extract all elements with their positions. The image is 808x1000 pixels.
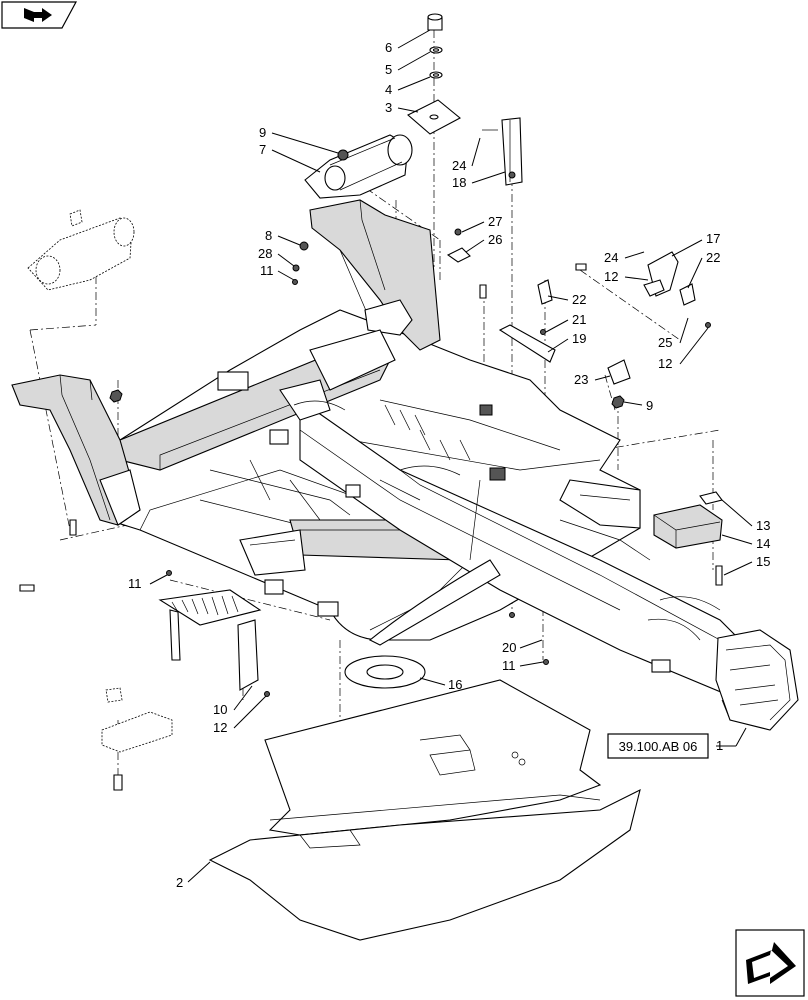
callout-12-bottom: 12 [213,695,267,735]
svg-text:17: 17 [706,231,720,246]
callout-24-right: 24 [604,250,645,265]
deck-shield-lower [208,788,641,941]
callout-2: 2 [176,861,211,890]
svg-text:25: 25 [658,335,672,350]
plate-22 [537,279,696,306]
callout-23: 23 [574,372,611,387]
svg-text:18: 18 [452,175,466,190]
washer-16 [344,655,426,689]
bar-19 [498,324,556,363]
svg-text:6: 6 [385,40,392,55]
svg-text:21: 21 [572,312,586,327]
mower-frame [11,199,799,731]
svg-text:16: 16 [448,677,462,692]
clip-26 [446,228,471,263]
svg-text:1: 1 [716,738,723,753]
callout-19: 19 [547,331,586,353]
callout-27: 27 [461,214,502,233]
svg-text:13: 13 [756,518,770,533]
next-page-arrow-icon[interactable] [735,929,805,997]
callout-20: 20 [502,639,543,655]
svg-text:8: 8 [265,228,272,243]
callout-14: 14 [721,534,770,551]
reference-box[interactable]: 39.100.AB 06 [607,733,709,759]
bolts [19,263,723,791]
svg-text:12: 12 [213,720,227,735]
svg-text:11: 11 [128,576,142,591]
callout-11-left: 11 [128,574,168,591]
svg-text:22: 22 [572,292,586,307]
svg-text:5: 5 [385,62,392,77]
callout-7: 7 [259,142,321,173]
svg-text:22: 22 [706,250,720,265]
callout-21: 21 [545,312,586,333]
svg-text:9: 9 [646,398,653,413]
pad-14 [653,491,723,549]
svg-text:4: 4 [385,82,392,97]
callout-4: 4 [385,76,431,97]
callout-22-right: 22 [687,250,720,289]
svg-text:15: 15 [756,554,770,569]
svg-text:26: 26 [488,232,502,247]
callout-12-right-top: 12 [604,269,649,284]
svg-text:2: 2 [176,875,183,890]
svg-text:28: 28 [258,246,272,261]
callout-9-right: 9 [623,398,653,413]
callout-25: 25 [658,317,689,350]
callout-17: 17 [671,231,720,257]
deck-shield-upper [264,679,602,836]
pivot-bracket [304,134,413,199]
callout-22-mid: 22 [547,292,586,307]
clip-23 [607,359,631,385]
svg-text:20: 20 [502,640,516,655]
svg-text:11: 11 [260,263,274,278]
svg-text:7: 7 [259,142,266,157]
callout-5: 5 [385,51,431,77]
svg-text:3: 3 [385,100,392,115]
callout-28: 28 [258,246,295,267]
callout-12-right-bottom: 12 [658,327,709,371]
svg-text:10: 10 [213,702,227,717]
callout-9-top: 9 [259,125,339,154]
nuts [109,241,711,697]
svg-text:23: 23 [574,372,588,387]
svg-text:24: 24 [452,158,466,173]
svg-text:11: 11 [502,658,516,673]
svg-text:9: 9 [259,125,266,140]
bracket-17 [643,251,679,297]
callout-24-top: 24 [452,137,481,173]
svg-text:27: 27 [488,214,502,229]
callout-26: 26 [465,232,502,253]
callout-18: 18 [452,171,506,190]
svg-text:19: 19 [572,331,586,346]
callout-3: 3 [385,100,419,115]
left-pivot-ghost [27,209,135,291]
svg-text:14: 14 [756,536,770,551]
svg-text:12: 12 [658,356,672,371]
callout-8: 8 [265,228,301,246]
svg-text:12: 12 [604,269,618,284]
book-arrow-icon[interactable] [1,1,78,29]
reference-label: 39.100.AB 06 [619,739,698,754]
step-10 [158,589,262,691]
callout-11-bottom: 11 [502,658,544,673]
callout-6: 6 [385,29,431,55]
callout-10: 10 [213,685,253,717]
callout-11-top: 11 [260,263,295,281]
bolt-stack [407,13,461,135]
callout-16: 16 [419,677,462,692]
svg-text:24: 24 [604,250,618,265]
callout-15: 15 [723,554,770,576]
callout-13: 13 [721,499,770,533]
ghost-step [101,687,173,753]
bracket-18 [482,117,523,186]
callout-1: 1 [716,727,747,753]
